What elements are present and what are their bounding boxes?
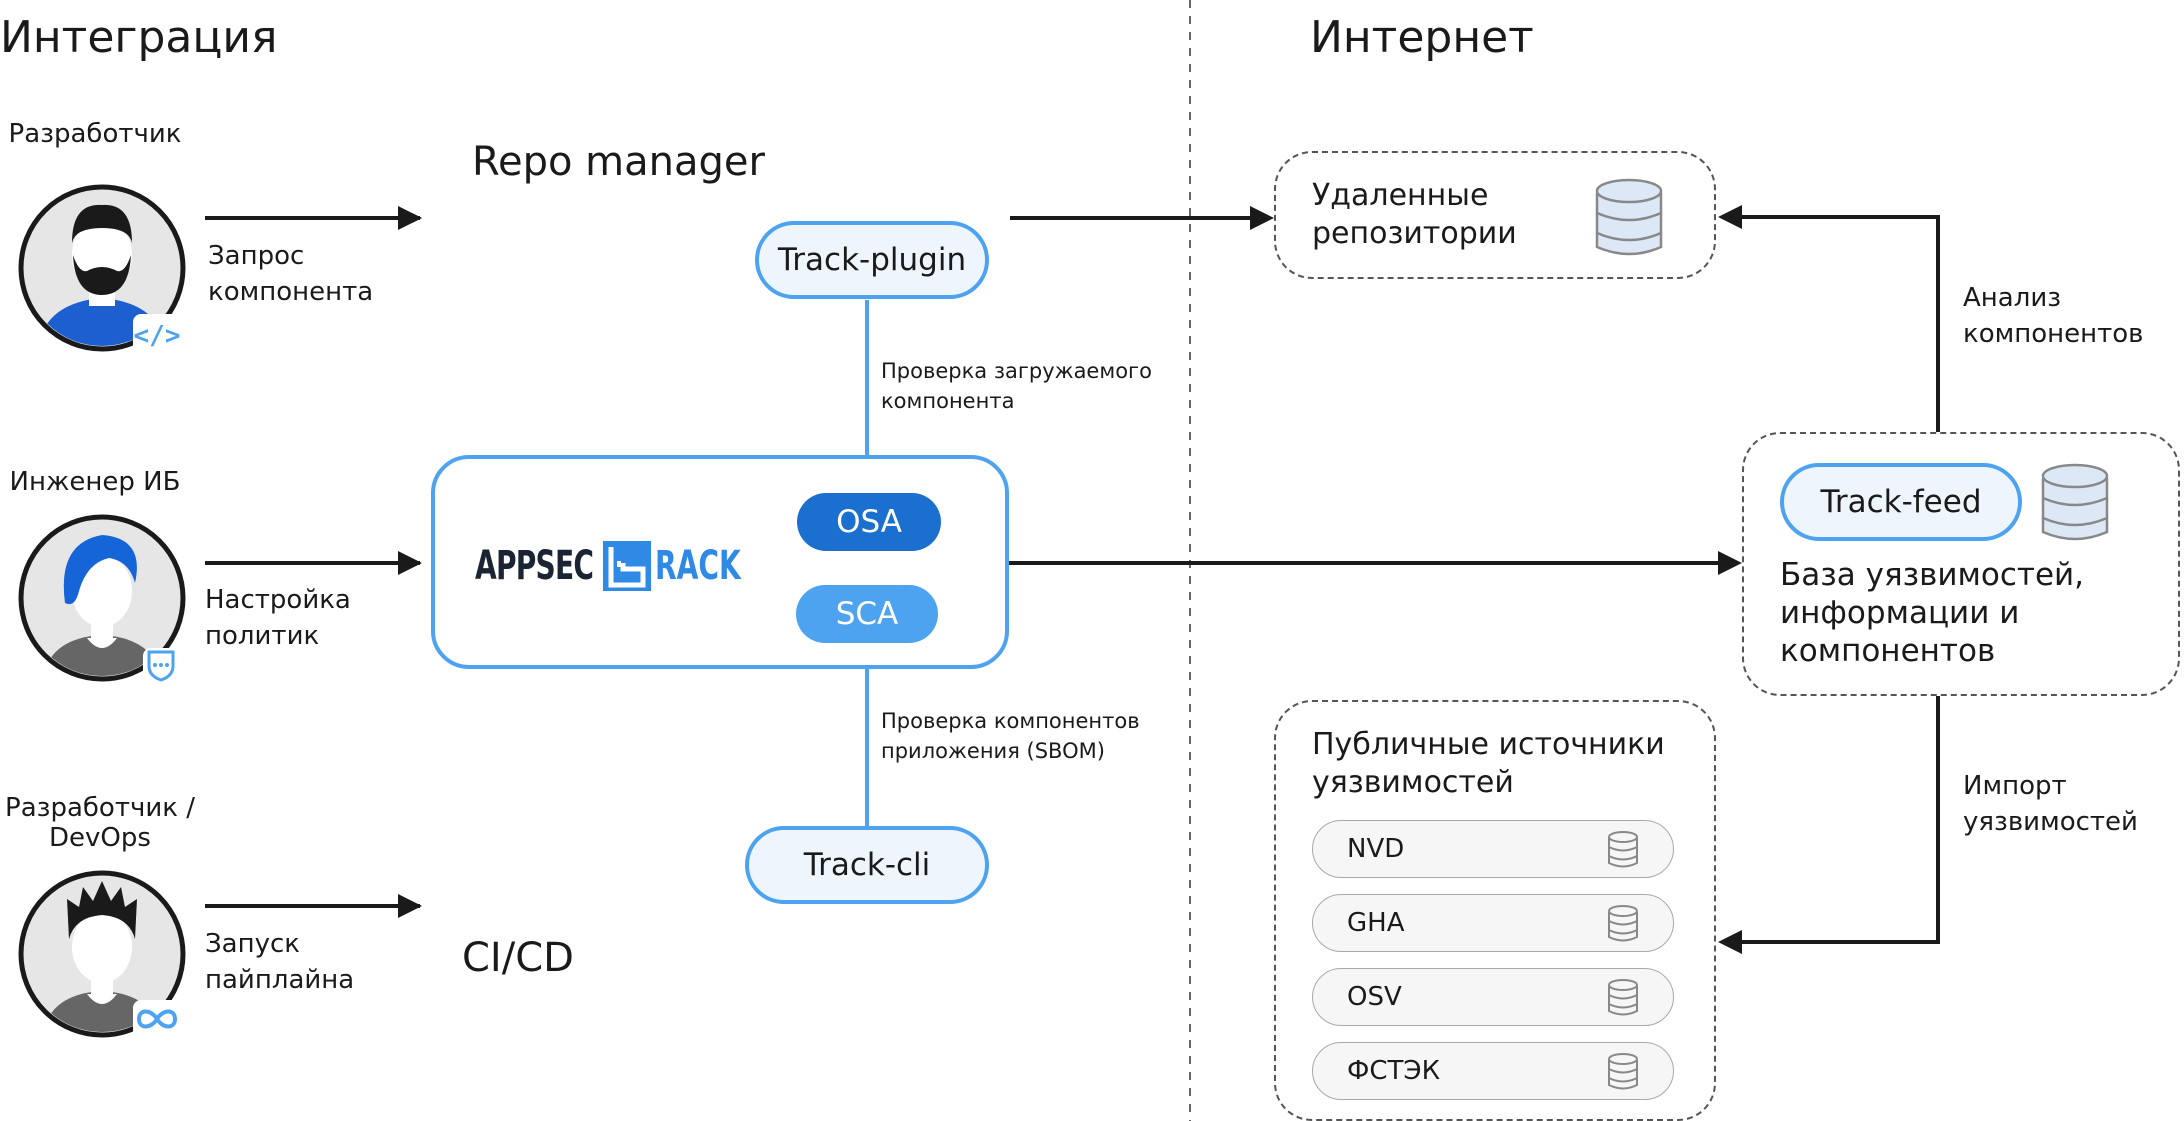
flow-label-component-analysis: Анализ компонентов [1963,283,2144,349]
database-icon [1607,1052,1639,1094]
flow-label-vuln-import: Импорт уязвимостей [1963,771,2138,837]
svg-text:</>: </> [134,321,181,351]
database-icon [1607,904,1639,946]
track-cli-node: Track-cli [745,826,989,904]
actor-name-devops: Разработчик / DevOps [5,793,195,853]
repo-manager-title: Repo manager [472,139,765,185]
database-icon [1594,177,1664,261]
section-title-internet: Интернет [1310,12,1534,63]
osa-module: OSA [797,493,941,551]
cicd-title: CI/CD [462,935,574,981]
code-icon: </> [133,314,181,354]
remote-repos-box: Удаленные репозитории [1274,151,1716,279]
vuln-db-label: База уязвимостей, информации и компонент… [1780,557,2085,669]
flow-label-plugin-check: Проверка загружаемого компонента [881,359,1152,413]
section-title-integration: Интеграция [0,12,278,63]
source-item-gha: GHA [1312,894,1674,952]
logo-mark-icon [603,541,651,591]
source-item-fstec: ФСТЭК [1312,1042,1674,1100]
vuln-db-box: Track-feed База уязвимостей, информации … [1742,432,2180,696]
database-icon [1607,978,1639,1020]
infinity-icon [133,1000,181,1038]
remote-repos-label: Удаленные репозитории [1312,178,1517,251]
public-sources-title: Публичные источники уязвимостей [1312,727,1665,800]
arrow-label-run-pipeline: Запуск пайплайна [205,929,355,995]
database-icon [1607,830,1639,872]
arrow-vuln-import [1740,696,1940,944]
arrow-component-analysis [1740,215,1940,432]
actor-name-developer: Разработчик [8,119,182,149]
avatar-devops [17,869,187,1039]
appsec-track-logo: APPSEC RACK [475,541,741,591]
sca-module: SCA [796,585,938,643]
arrow-label-configure-policies: Настройка политик [205,585,351,651]
track-feed-node: Track-feed [1780,463,2022,541]
source-item-nvd: NVD [1312,820,1674,878]
track-plugin-node: Track-plugin [755,221,989,299]
appsec-track-platform: APPSEC RACK OSA SCA [431,455,1009,669]
avatar-security-engineer [17,513,187,683]
database-icon [2040,462,2110,546]
actor-name-security-engineer: Инженер ИБ [9,467,181,497]
source-item-osv: OSV [1312,968,1674,1026]
arrow-label-request-component: Запрос компонента [208,241,374,307]
public-sources-box: Публичные источники уязвимостей NVD GHA … [1274,700,1716,1121]
shield-icon [143,648,179,682]
flow-label-cli-check: Проверка компонентов приложения (SBOM) [881,709,1140,763]
